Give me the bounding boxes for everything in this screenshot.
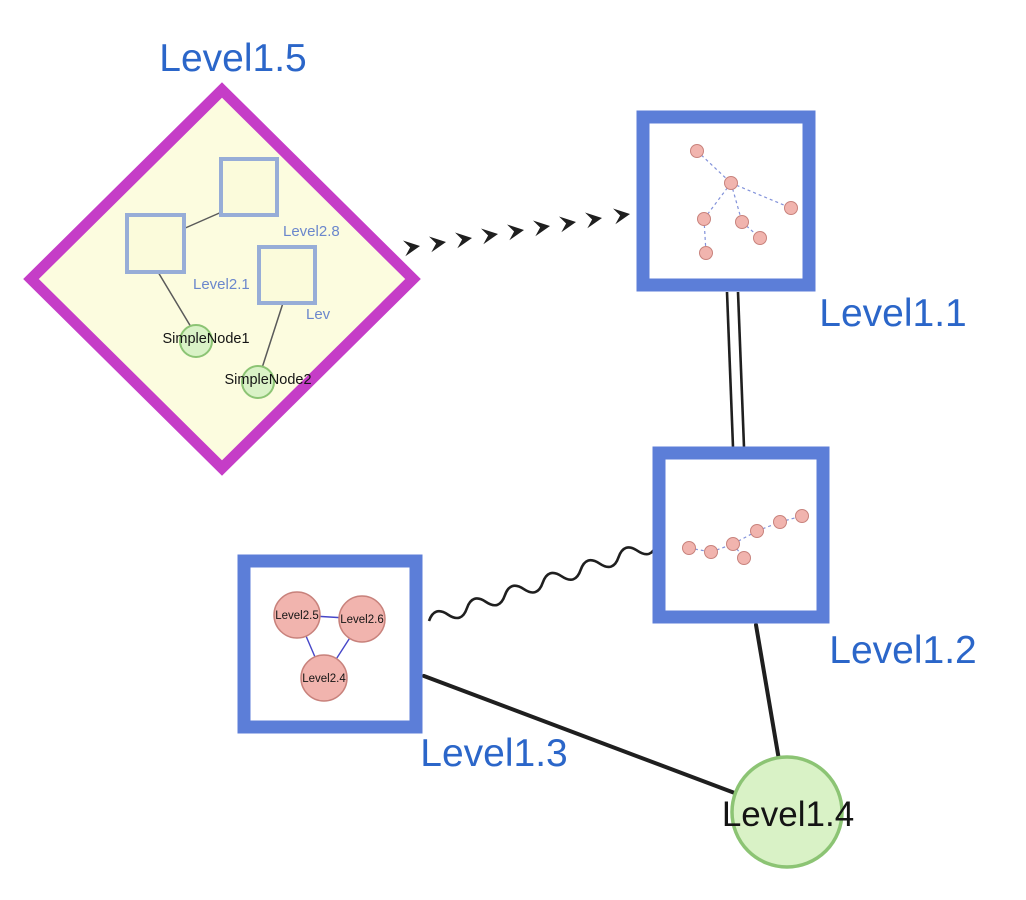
- arrow-chevron: [506, 222, 526, 241]
- node-level11[interactable]: [636, 110, 816, 292]
- edge-level15-to-level11-dashed-arrow[interactable]: [402, 206, 632, 257]
- inner-edge: [157, 271, 192, 328]
- arrow-chevron: [532, 218, 552, 237]
- child-node-level2-6[interactable]: [338, 595, 386, 643]
- double-line-left: [725, 291, 735, 448]
- node-box-level12[interactable]: [652, 446, 830, 624]
- node-level13[interactable]: Level2.5 Level2.6 Level2.4: [237, 554, 423, 734]
- arrow-chevron: [454, 230, 474, 249]
- child-node-simplenode1[interactable]: [179, 324, 213, 358]
- child-label-level2-6: Level2.6: [340, 614, 383, 626]
- arrowhead-icon: [612, 206, 632, 225]
- child-label-level2-5: Level2.5: [275, 610, 318, 622]
- node-level12[interactable]: [652, 446, 830, 624]
- inner-edges-level15: [157, 210, 284, 369]
- mini-node: [735, 215, 749, 229]
- arrow-chevron: [584, 210, 604, 229]
- node-label-level11: Level1.1: [819, 292, 966, 335]
- child-node-simplenode2[interactable]: [241, 365, 275, 399]
- node-box-level13[interactable]: [237, 554, 423, 734]
- inner-edge: [261, 302, 284, 369]
- arrow-chevron: [428, 234, 448, 253]
- node-label-level15: Level1.5: [159, 37, 306, 80]
- arrow-chevron: [480, 226, 500, 245]
- group-node-level15[interactable]: Level2.8 Level2.1 Lev SimpleNode1 Simple…: [23, 82, 421, 476]
- inner-pink-nodes-level13: [273, 591, 386, 702]
- child-node-level2-8[interactable]: [219, 157, 279, 217]
- mini-node: [795, 509, 809, 523]
- child-node-level2-5[interactable]: [273, 591, 321, 639]
- node-level14[interactable]: [730, 755, 844, 869]
- mini-node: [724, 176, 738, 190]
- child-label-level2-1: Level2.1: [193, 276, 250, 293]
- inner-squares-level15: [125, 157, 317, 305]
- mini-nodes-level11: [690, 144, 798, 260]
- mini-edge: [696, 150, 732, 184]
- inner-node-labels: SimpleNode1 SimpleNode2: [162, 331, 311, 388]
- mini-node: [784, 201, 798, 215]
- mini-nodes-level12: [682, 509, 809, 565]
- child-node-level2-x[interactable]: [257, 245, 317, 305]
- mini-node: [750, 524, 764, 538]
- diamond-shape[interactable]: [23, 82, 421, 476]
- double-line-right: [736, 291, 746, 448]
- child-node-level2-4[interactable]: [300, 654, 348, 702]
- child-label-level2-4: Level2.4: [302, 673, 346, 685]
- mini-node: [726, 537, 740, 551]
- mini-node: [682, 541, 696, 555]
- child-label-level2-x: Lev: [306, 306, 331, 323]
- edge-level11-level12-double-line[interactable]: [725, 291, 746, 448]
- edge-level13-level14-line[interactable]: [422, 674, 742, 797]
- node-box-level11[interactable]: [636, 110, 816, 292]
- inner-square-labels: Level2.8 Level2.1 Lev: [193, 223, 340, 323]
- child-label-simplenode1: SimpleNode1: [162, 331, 249, 347]
- mini-node: [704, 545, 718, 559]
- wavy-line-path: [427, 543, 658, 622]
- mini-node: [753, 231, 767, 245]
- inner-pink-labels-level13: Level2.5 Level2.6 Level2.4: [275, 610, 383, 685]
- child-label-simplenode2: SimpleNode2: [224, 372, 311, 388]
- inner-edge: [182, 210, 225, 230]
- edge-level12-level14-line[interactable]: [754, 623, 781, 762]
- arrow-chevron: [558, 214, 578, 233]
- mini-node: [690, 144, 704, 158]
- mini-node: [737, 551, 751, 565]
- child-label-level2-8: Level2.8: [283, 223, 340, 240]
- node-label-level12: Level1.2: [829, 629, 976, 672]
- mini-edge: [732, 530, 758, 545]
- mini-node: [773, 515, 787, 529]
- edge-level13-level12-wavy[interactable]: [427, 538, 659, 627]
- node-label-level13: Level1.3: [420, 732, 567, 775]
- child-node-level2-1[interactable]: [125, 213, 186, 274]
- mini-edge: [730, 182, 792, 209]
- arrow-chevron: [402, 238, 422, 257]
- mini-edge: [703, 182, 732, 220]
- mini-node: [699, 246, 713, 260]
- inner-green-nodes-level15: [179, 324, 275, 399]
- node-label-level14: Level1.4: [722, 795, 854, 834]
- mini-node: [697, 212, 711, 226]
